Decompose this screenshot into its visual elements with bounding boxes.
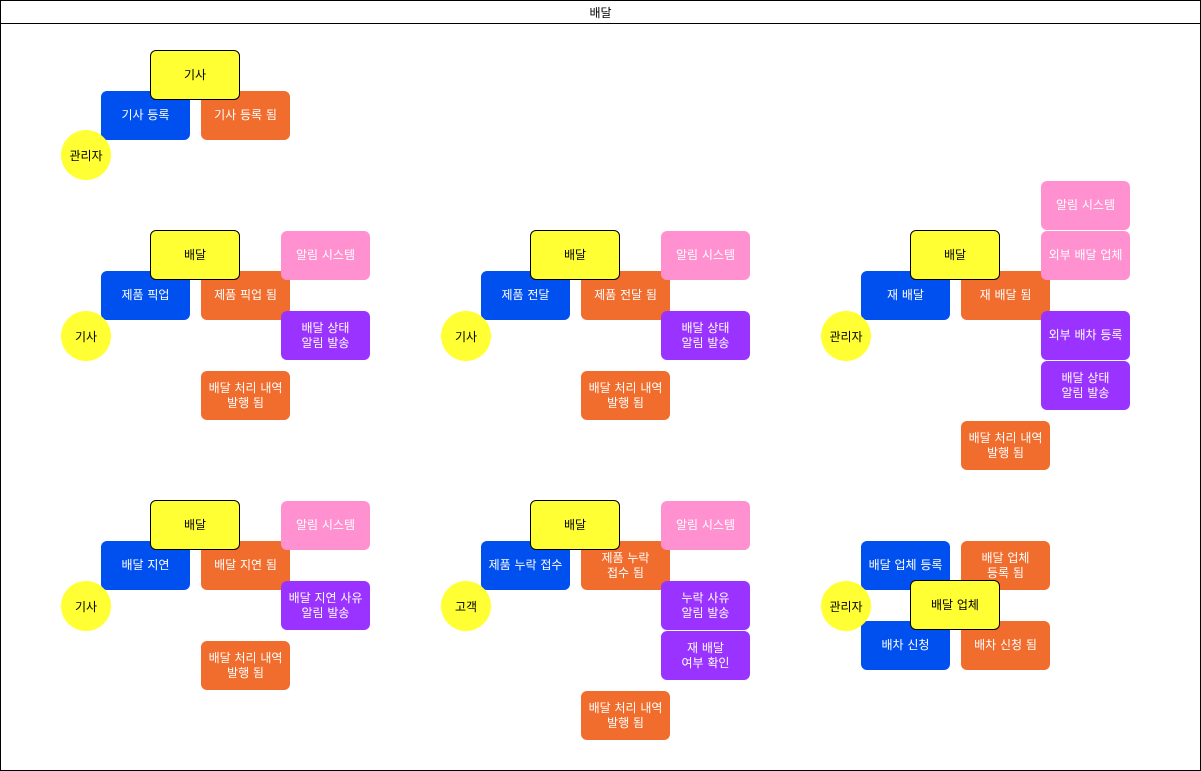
external-system-sticky[interactable]: 알림 시스템 bbox=[661, 501, 750, 550]
aggregate-sticky[interactable]: 배달 업체 bbox=[910, 580, 1000, 630]
event-sticky[interactable]: 배달 처리 내역 발행 됨 bbox=[201, 641, 290, 690]
aggregate-sticky[interactable]: 기사 bbox=[150, 50, 240, 100]
policy-sticky[interactable]: 배달 지연 사유 알림 발송 bbox=[281, 581, 370, 630]
actor-circle[interactable]: 관리자 bbox=[61, 130, 111, 180]
policy-sticky[interactable]: 재 배달 여부 확인 bbox=[661, 631, 750, 680]
policy-sticky[interactable]: 배달 상태 알림 발송 bbox=[281, 311, 370, 360]
event-sticky[interactable]: 배달 처리 내역 발행 됨 bbox=[201, 371, 290, 420]
actor-circle[interactable]: 관리자 bbox=[821, 311, 871, 361]
external-system-sticky[interactable]: 알림 시스템 bbox=[1041, 181, 1130, 230]
command-sticky[interactable]: 제품 누락 접수 bbox=[481, 541, 570, 590]
aggregate-sticky[interactable]: 배달 bbox=[530, 500, 620, 550]
diagram-title: 배달 bbox=[1, 1, 1200, 24]
external-system-sticky[interactable]: 알림 시스템 bbox=[661, 231, 750, 280]
actor-circle[interactable]: 기사 bbox=[441, 311, 491, 361]
actor-circle[interactable]: 관리자 bbox=[821, 581, 871, 631]
actor-circle[interactable]: 고객 bbox=[441, 581, 491, 631]
event-sticky[interactable]: 배달 처리 내역 발행 됨 bbox=[581, 691, 670, 740]
aggregate-sticky[interactable]: 배달 bbox=[150, 230, 240, 280]
event-sticky[interactable]: 제품 전달 됨 bbox=[581, 271, 670, 320]
event-sticky[interactable]: 배달 처리 내역 발행 됨 bbox=[961, 421, 1050, 470]
actor-circle[interactable]: 기사 bbox=[61, 311, 111, 361]
external-system-sticky[interactable]: 알림 시스템 bbox=[281, 501, 370, 550]
command-sticky[interactable]: 제품 픽업 bbox=[101, 271, 190, 320]
policy-sticky[interactable]: 외부 배차 등록 bbox=[1041, 311, 1130, 360]
policy-sticky[interactable]: 배달 상태 알림 발송 bbox=[1041, 361, 1130, 410]
policy-sticky[interactable]: 배달 상태 알림 발송 bbox=[661, 311, 750, 360]
policy-sticky[interactable]: 누락 사유 알림 발송 bbox=[661, 581, 750, 630]
event-sticky[interactable]: 배달 처리 내역 발행 됨 bbox=[581, 371, 670, 420]
aggregate-sticky[interactable]: 배달 bbox=[910, 230, 1000, 280]
actor-circle[interactable]: 기사 bbox=[61, 581, 111, 631]
aggregate-sticky[interactable]: 배달 bbox=[530, 230, 620, 280]
aggregate-sticky[interactable]: 배달 bbox=[150, 500, 240, 550]
external-system-sticky[interactable]: 외부 배달 업체 bbox=[1041, 231, 1130, 280]
external-system-sticky[interactable]: 알림 시스템 bbox=[281, 231, 370, 280]
